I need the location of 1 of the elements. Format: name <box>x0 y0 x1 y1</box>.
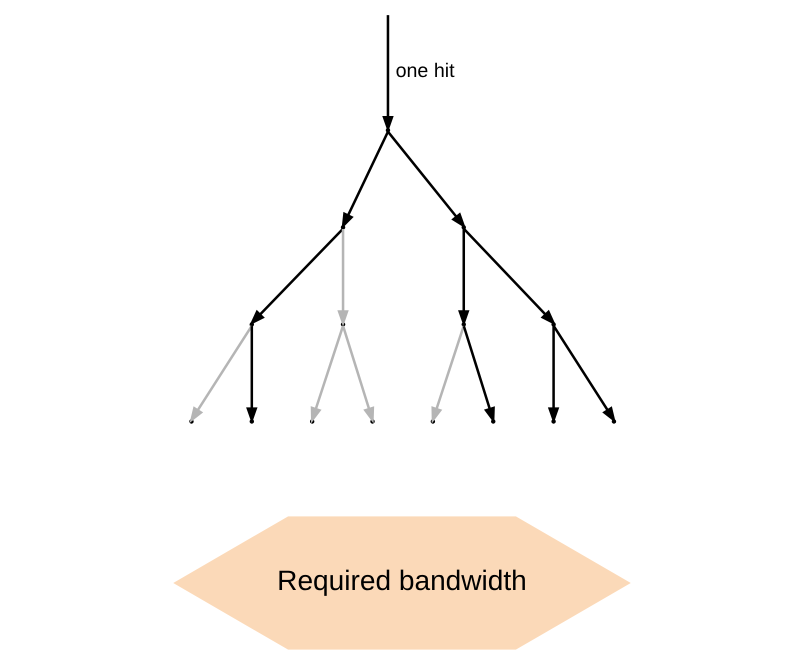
edge-label: one hit <box>395 60 454 82</box>
